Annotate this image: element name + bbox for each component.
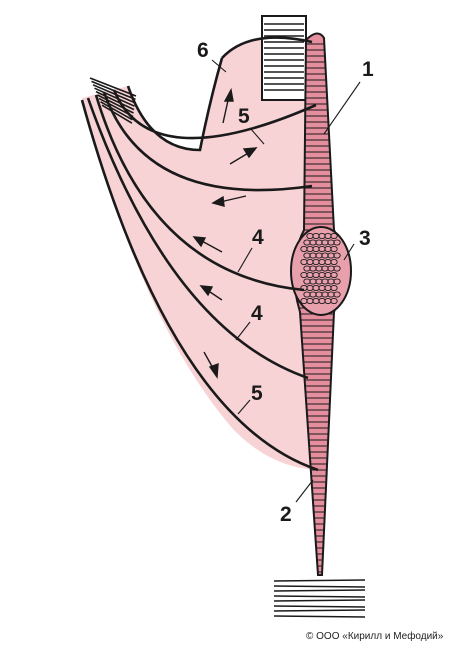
fibre-5 <box>80 99 319 472</box>
top-receptor-stack <box>261 15 307 101</box>
bundle-line <box>97 94 134 114</box>
target-line <box>273 585 366 588</box>
target-line <box>273 599 366 602</box>
target-line <box>273 579 366 582</box>
ganglion-cell <box>333 252 341 259</box>
ganglion-cell <box>330 232 338 240</box>
ganglion-cell <box>333 239 341 246</box>
target-line <box>273 609 366 612</box>
label-5a: 5 <box>238 105 250 128</box>
arrow-upper-right <box>229 147 258 165</box>
fibre-6 <box>221 36 313 59</box>
ganglion-cell <box>330 271 338 279</box>
bundle-line <box>92 84 136 104</box>
bottom-target-lines <box>273 579 366 618</box>
leader-4a <box>237 247 253 273</box>
target-line <box>273 615 366 618</box>
label-2: 2 <box>280 503 292 526</box>
fibre-2 <box>102 91 313 192</box>
fibres <box>80 36 319 472</box>
leader-4b <box>235 321 251 341</box>
label-1: 1 <box>362 58 374 81</box>
bundle-line <box>89 77 137 97</box>
ganglion-cell <box>333 291 341 298</box>
fibre-3 <box>94 94 305 292</box>
leader-5a <box>249 127 265 145</box>
leader-6 <box>211 59 227 73</box>
arrow-left-2 <box>192 236 223 253</box>
target-line <box>273 595 366 598</box>
label-4b: 4 <box>251 302 263 325</box>
arrow-down <box>203 351 219 380</box>
fibre-top-outer <box>126 57 224 152</box>
target-line <box>273 605 366 608</box>
copyright-notice: © ООО «Кирилл и Мефодий» <box>306 631 444 642</box>
ganglion-cell <box>333 278 341 285</box>
label-5b: 5 <box>251 382 263 405</box>
ganglion-cells <box>300 232 341 305</box>
leader-5b <box>237 399 251 415</box>
arrow-left-1 <box>211 195 247 207</box>
bundle-line <box>100 101 133 121</box>
ganglion-cell <box>330 297 338 305</box>
leader-3 <box>343 243 355 261</box>
bundle-line <box>94 87 135 107</box>
arrow-up <box>222 87 234 124</box>
arrows <box>192 87 258 380</box>
leader-lines <box>211 59 361 503</box>
fibre-4 <box>86 97 309 380</box>
fibre-1 <box>112 89 317 140</box>
label-3: 3 <box>359 227 371 250</box>
ganglion-cell <box>330 284 338 292</box>
leader-1 <box>323 81 361 135</box>
ganglion-cell <box>330 245 338 253</box>
ganglion-cell <box>330 258 338 266</box>
ganglion-cell <box>333 265 341 272</box>
label-4a: 4 <box>252 226 264 249</box>
label-6: 6 <box>197 39 209 62</box>
leader-2 <box>295 479 314 503</box>
arrow-left-3 <box>199 285 223 301</box>
bundle-line <box>95 90 135 111</box>
target-line <box>273 589 366 592</box>
bundle-line <box>101 104 133 124</box>
